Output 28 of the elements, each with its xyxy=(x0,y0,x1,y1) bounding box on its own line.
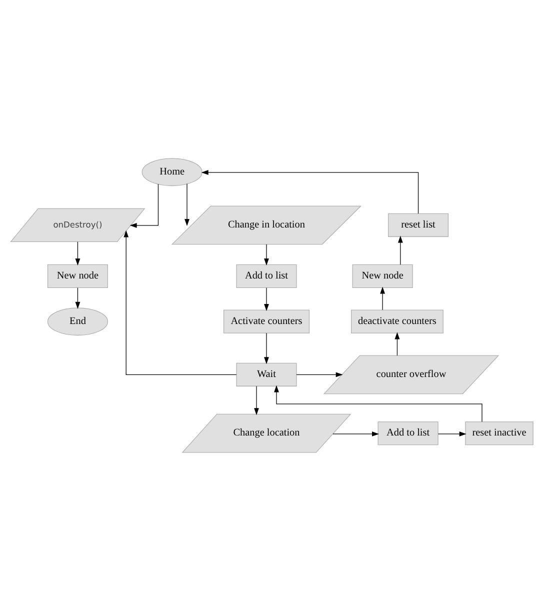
arrow xyxy=(264,332,269,364)
arrow xyxy=(438,431,466,436)
node-ellipse: Home xyxy=(142,158,202,186)
arrow xyxy=(274,384,482,422)
arrow xyxy=(394,332,400,356)
node-box: reset inactive xyxy=(465,421,534,445)
arrow xyxy=(264,287,269,311)
arrow xyxy=(75,287,80,308)
node-box: Activate counters xyxy=(223,309,310,333)
arrow xyxy=(332,431,380,436)
node-box: New node xyxy=(47,264,108,288)
node-box: Add to list xyxy=(378,421,438,445)
node-ellipse: End xyxy=(47,307,108,336)
arrow xyxy=(201,170,419,214)
node-box: Wait xyxy=(236,362,297,386)
arrow xyxy=(296,372,343,377)
arrow xyxy=(130,183,159,228)
arrow xyxy=(398,235,403,264)
arrow xyxy=(75,241,80,266)
node-box: New node xyxy=(352,264,413,288)
arrow xyxy=(264,244,269,266)
node-box: deactivate counters xyxy=(350,309,444,333)
arrow xyxy=(124,230,237,374)
node-box: Add to list xyxy=(236,264,297,288)
arrow xyxy=(380,286,386,310)
arrow xyxy=(254,385,259,415)
arrow xyxy=(184,183,190,226)
node-box: reset list xyxy=(388,212,449,236)
